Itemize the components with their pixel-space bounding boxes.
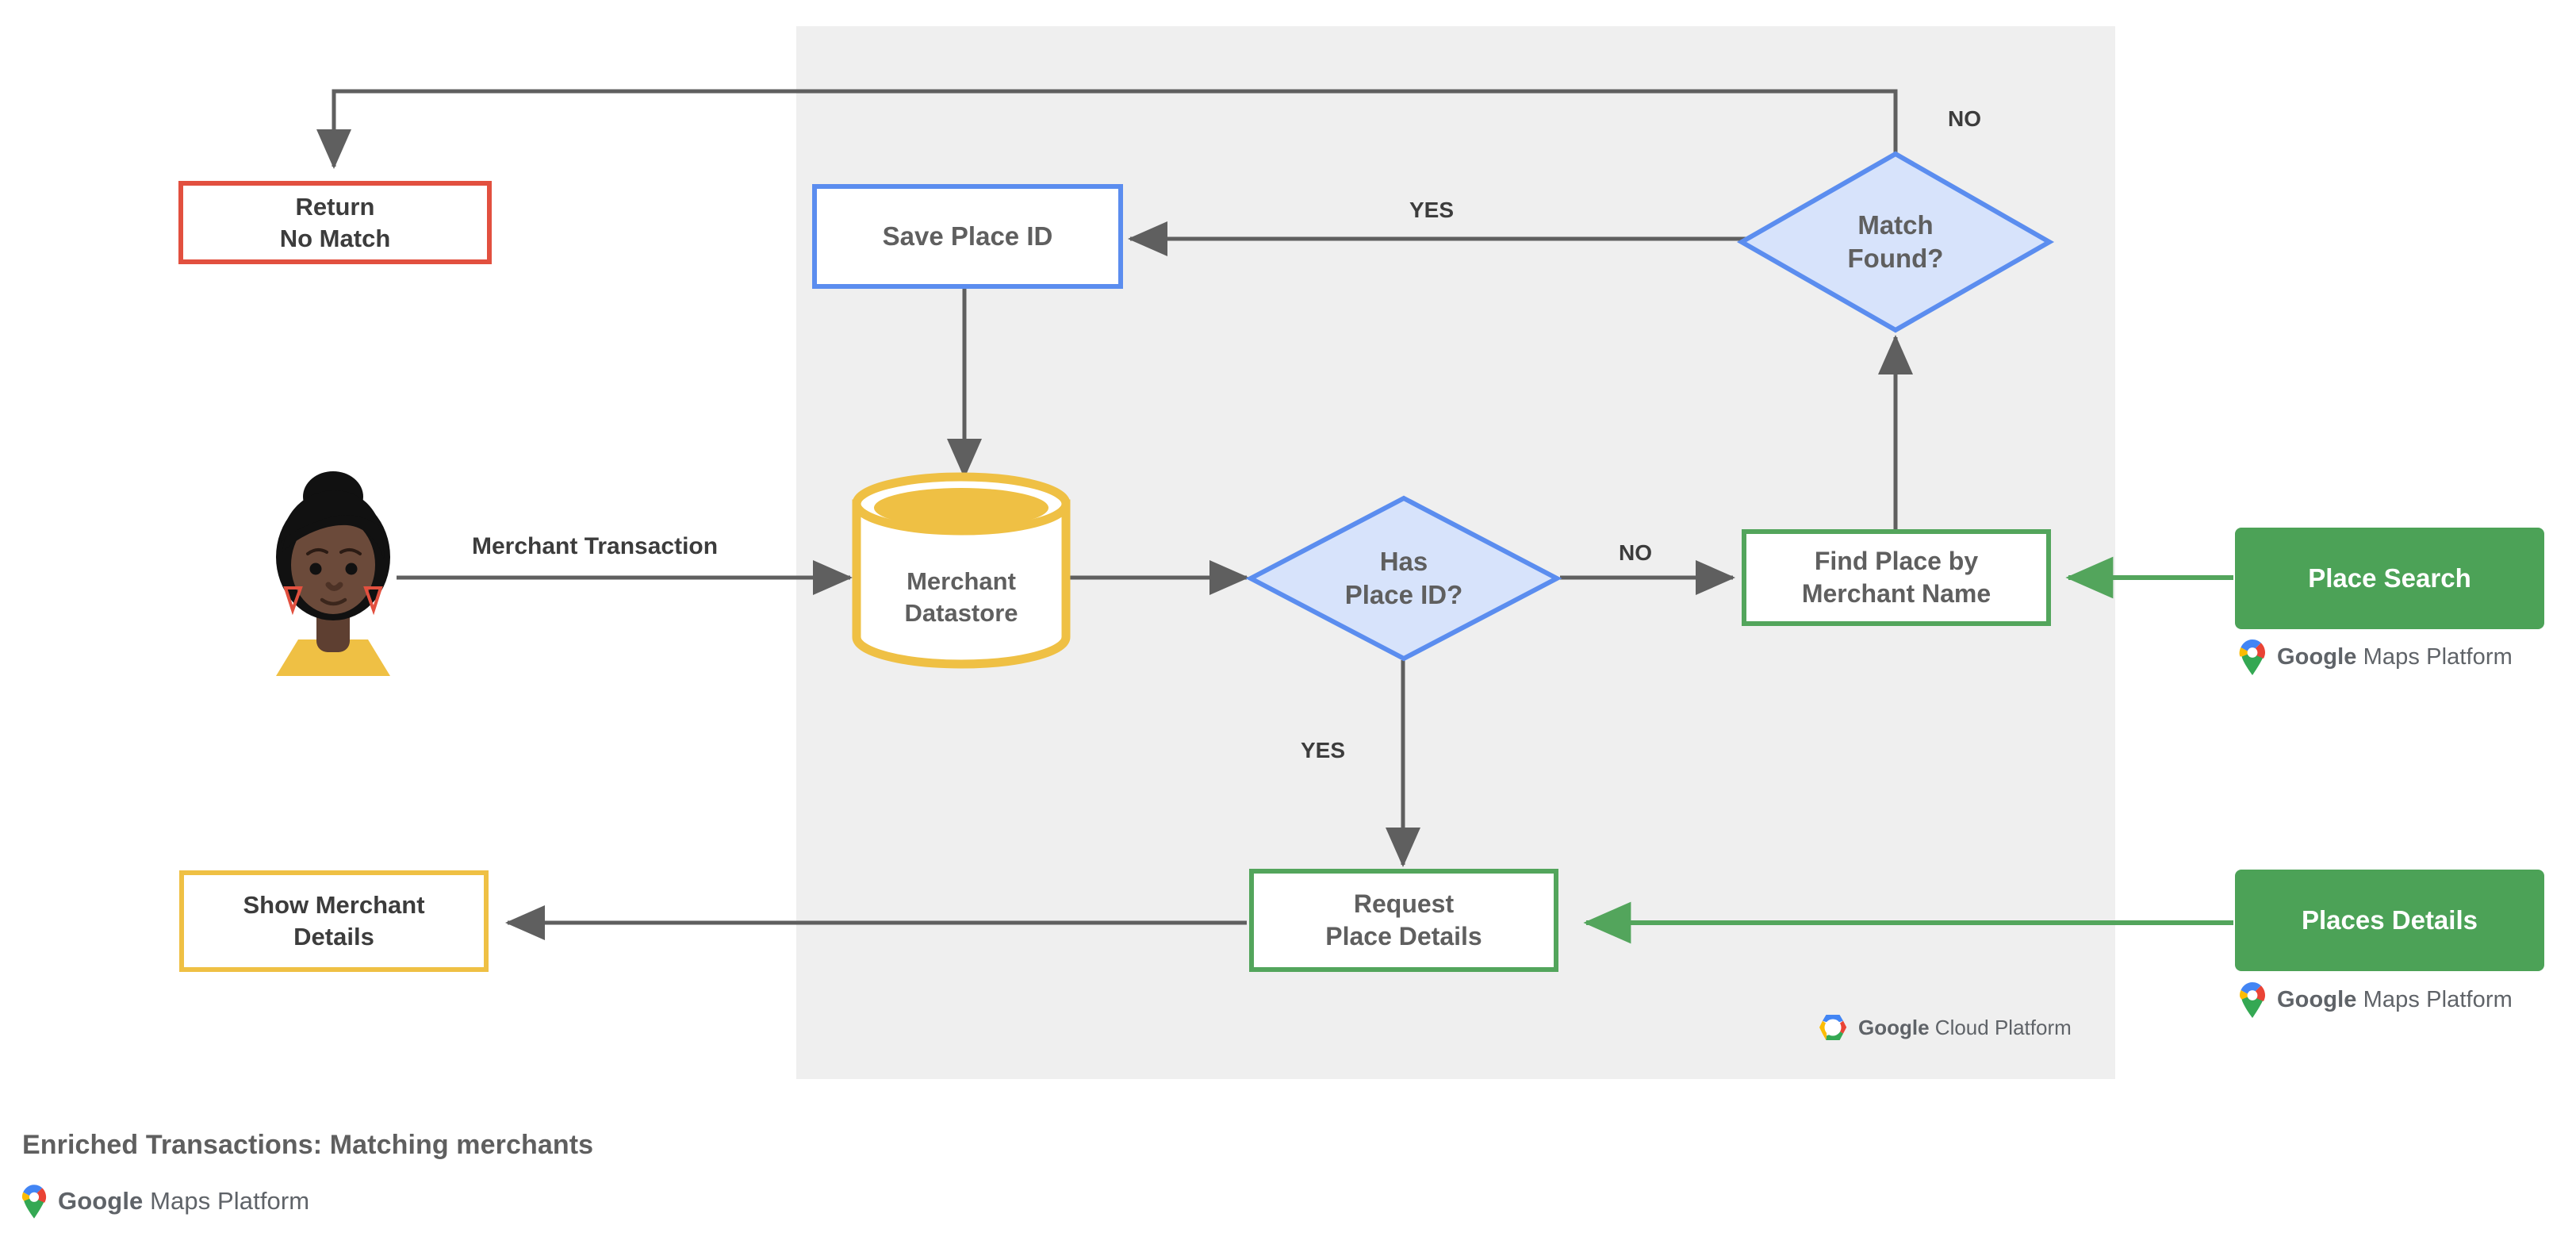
datastore-cylinder-shape <box>852 472 1071 669</box>
node-places-details-label: Places Details <box>2302 904 2478 935</box>
node-request-place-details-line1: Request <box>1353 889 1455 919</box>
node-save-place-id[interactable]: Save Place ID <box>812 184 1123 289</box>
places-details-gmp-logo: Google Maps Platform <box>2238 981 2513 1018</box>
diagram-caption: Enriched Transactions: Matching merchant… <box>22 1130 594 1160</box>
node-merchant-datastore[interactable]: Merchant Datastore <box>851 472 1071 669</box>
node-find-place-by-merchant-name[interactable]: Find Place by Merchant Name <box>1742 529 2051 626</box>
node-request-place-details-line2: Place Details <box>1325 922 1482 951</box>
google-cloud-platform-logo: Google Cloud Platform <box>1816 1012 2072 1043</box>
edge-label-merchant-transaction: Merchant Transaction <box>472 533 719 559</box>
node-return-no-match-line2: No Match <box>279 224 391 252</box>
edge-label-has-place-id-yes: YES <box>1301 738 1346 762</box>
node-show-merchant-details-line1: Show Merchant <box>243 891 425 920</box>
node-place-search[interactable]: Place Search <box>2235 528 2544 629</box>
node-show-merchant-details[interactable]: Show Merchant Details <box>179 870 489 972</box>
node-request-place-details[interactable]: Request Place Details <box>1249 869 1558 972</box>
merchant-avatar <box>262 463 404 676</box>
node-show-merchant-details-line2: Details <box>293 923 374 951</box>
node-merchant-datastore-line1: Merchant <box>907 567 1016 596</box>
avatar-illustration <box>276 471 390 676</box>
edge-label-match-found-no: NO <box>1948 106 1981 131</box>
node-find-place-line2: Merchant Name <box>1801 579 1991 608</box>
node-places-details[interactable]: Places Details <box>2235 870 2544 971</box>
google-cloud-hexagon-icon <box>1819 1015 1847 1040</box>
gmp-product-text: Maps Platform <box>2363 643 2513 670</box>
node-merchant-datastore-line2: Datastore <box>904 599 1018 627</box>
edge-label-match-found-yes: YES <box>1409 198 1455 222</box>
gcp-product-text: Cloud Platform <box>1934 1015 2072 1039</box>
node-save-place-id-label: Save Place ID <box>882 221 1053 251</box>
node-return-no-match-line1: Return <box>295 192 375 221</box>
google-maps-pin-icon <box>2240 982 2265 1018</box>
gmp-product-text: Maps Platform <box>150 1187 310 1215</box>
google-maps-pin-icon <box>2239 639 2265 675</box>
gcp-brand-text: Google <box>1858 1015 1930 1039</box>
google-maps-pin-icon <box>21 1185 47 1219</box>
node-find-place-line1: Find Place by <box>1814 547 1979 576</box>
caption-gmp-logo: Google Maps Platform <box>21 1184 309 1219</box>
node-place-search-label: Place Search <box>2308 563 2471 593</box>
gmp-brand-text: Google <box>58 1187 144 1215</box>
edge-label-has-place-id-no: NO <box>1619 540 1652 565</box>
gmp-brand-text: Google <box>2277 986 2357 1012</box>
gmp-product-text: Maps Platform <box>2363 986 2513 1012</box>
place-search-gmp-logo: Google Maps Platform <box>2238 639 2513 675</box>
edge-match-found-no <box>316 89 1898 170</box>
gmp-brand-text: Google <box>2277 643 2357 670</box>
node-return-no-match[interactable]: Return No Match <box>178 181 492 264</box>
